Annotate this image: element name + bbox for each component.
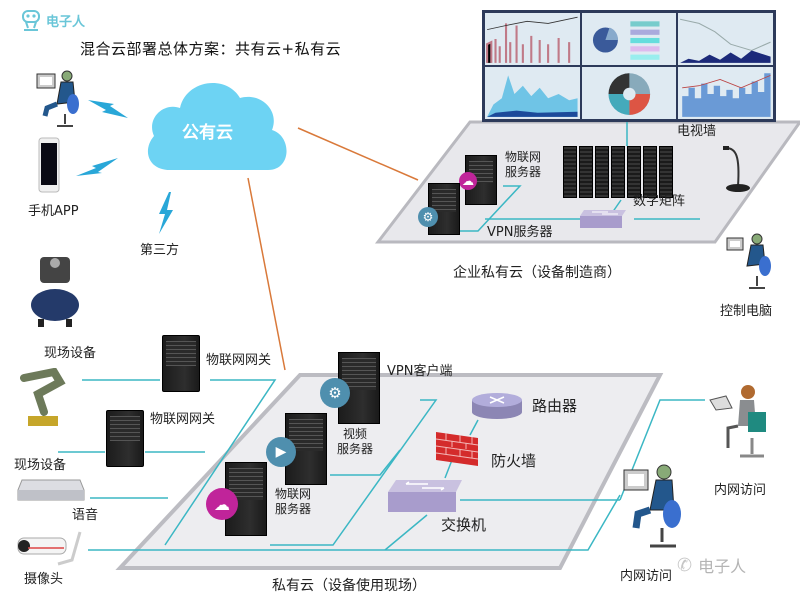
voice-box-icon	[17, 479, 85, 501]
digital-matrix-label: 数字矩阵	[633, 194, 686, 209]
wan-link-enterprise	[297, 127, 419, 181]
site-platform	[115, 373, 664, 570]
cloud-badge-icon: ☁	[459, 172, 477, 190]
camera-icon	[17, 531, 82, 566]
field-device-label-2: 现场设备	[14, 458, 67, 473]
lightning-icon	[88, 100, 128, 118]
public-cloud-label: 公有云	[182, 123, 233, 143]
gear-badge-icon: ⚙	[320, 378, 350, 408]
page-title: 混合云部署总体方案：共有云+私有云	[80, 40, 342, 58]
line-panel	[678, 13, 773, 65]
radial-panel	[581, 67, 677, 119]
chart-panel	[485, 13, 580, 65]
play-badge-icon: ▶	[266, 437, 296, 467]
public-cloud-icon	[147, 83, 287, 170]
woman-at-laptop-icon	[709, 385, 766, 458]
switch-icon	[580, 210, 626, 228]
wan-link-site	[247, 177, 286, 371]
area-panel	[485, 67, 580, 119]
watermark: ✆ 电子人	[677, 553, 746, 577]
site-cloud-label: 私有云（设备使用现场）	[272, 578, 426, 594]
wechat-icon: ✆	[677, 554, 693, 576]
combo-panel	[678, 67, 773, 119]
control-pc-person-icon	[726, 233, 771, 289]
robot-arm-icon	[20, 368, 66, 426]
tv-wall-label: 电视墙	[677, 124, 717, 139]
firewall-icon	[435, 432, 479, 466]
mobile-app-label: 手机APP	[28, 204, 79, 219]
switch-label: 交换机	[441, 516, 487, 534]
cloud-badge-icon: ☁	[206, 488, 238, 520]
smartphone-icon	[38, 137, 60, 193]
control-pc-label: 控制电脑	[720, 304, 773, 319]
enterprise-iot-server-label: 物联网 服务器	[505, 150, 542, 179]
air-compressor-icon	[31, 257, 79, 327]
vpn-client-label: VPN客户端	[387, 364, 453, 379]
microphone-icon	[723, 146, 750, 192]
vpn-server-label: VPN服务器	[487, 225, 553, 240]
iot-gateway-1	[162, 335, 200, 392]
iot-gateway-2	[106, 410, 144, 467]
iot-gateway-label-2: 物联网网关	[150, 412, 216, 427]
intranet-access-label-2: 内网访问	[620, 569, 673, 584]
brand-logo: 电子人	[20, 8, 85, 32]
third-party-label: 第三方	[140, 243, 180, 258]
pie-panel	[581, 13, 677, 65]
brand-name: 电子人	[46, 14, 86, 30]
router-label: 路由器	[532, 397, 578, 415]
site-links	[58, 379, 705, 551]
site-iot-server-label: 物联网 服务器	[275, 487, 312, 516]
tv-wall	[482, 10, 776, 122]
enterprise-cloud-label: 企业私有云（设备制造商）	[453, 265, 621, 281]
firewall-label: 防火墙	[491, 452, 537, 470]
iot-gateway-label-1: 物联网网关	[206, 353, 272, 368]
lightning-icon	[159, 192, 173, 234]
voice-label: 语音	[72, 508, 99, 523]
router-icon	[472, 393, 522, 419]
camera-label: 摄像头	[24, 572, 64, 587]
watermark-text: 电子人	[698, 557, 747, 576]
switch-icon	[388, 480, 462, 512]
person-at-computer-icon	[36, 70, 79, 127]
lightning-icon	[76, 158, 118, 176]
video-server-label: 视频 服务器	[337, 427, 374, 456]
field-device-label-1: 现场设备	[44, 346, 97, 361]
intranet-access-label-1: 内网访问	[714, 483, 767, 498]
gear-badge-icon: ⚙	[418, 207, 438, 227]
person-at-computer-icon	[623, 464, 681, 548]
robot-logo-icon	[22, 10, 40, 31]
digital-matrix	[563, 146, 673, 198]
